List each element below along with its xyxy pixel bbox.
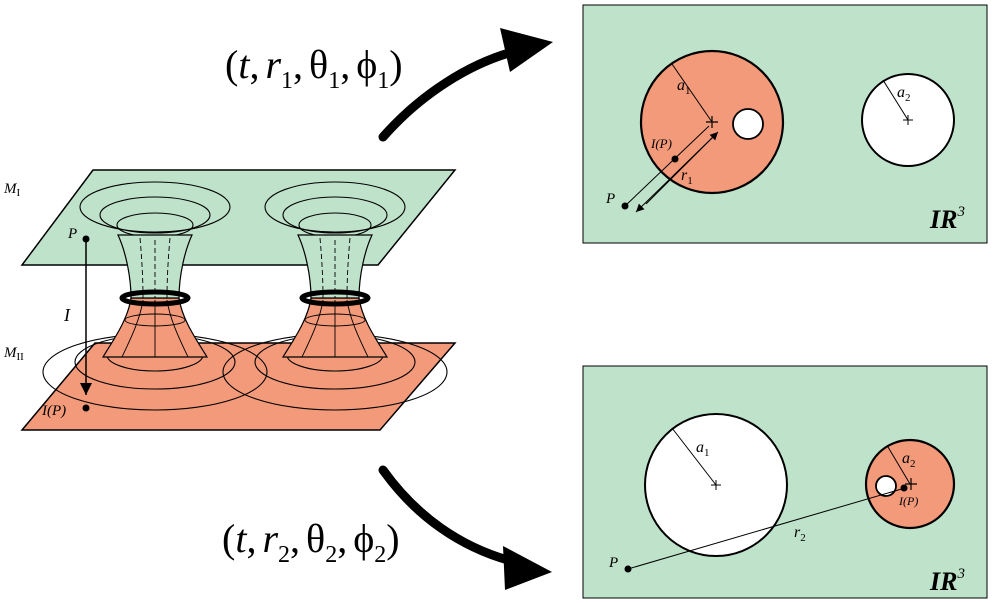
center-mark-1-bottom	[711, 480, 721, 490]
r2-line-bottom	[627, 487, 906, 570]
radius-a1-bottom	[671, 427, 717, 486]
center-mark-2-bottom	[905, 478, 917, 490]
point-IP-bottom	[900, 484, 908, 492]
label-a1-top: a1	[677, 77, 691, 97]
label-P-top: P	[605, 191, 615, 207]
label-a1-bottom: a1	[696, 439, 710, 459]
chart-label-top: (t,r1,θ1,ϕ1)	[225, 42, 403, 94]
chart-label-bottom: (t,r2,θ2,ϕ2)	[222, 516, 400, 568]
label-P-bottom: P	[608, 555, 618, 571]
radius-a2-top	[882, 79, 909, 121]
space-label-top: IR3	[929, 204, 965, 234]
panel-bottom: a1 a2 I(P) r2 P IR3	[582, 365, 988, 599]
hole-top	[732, 108, 764, 140]
point-P-bottom	[624, 565, 632, 573]
label-r2-bottom: r2	[794, 524, 806, 544]
r1-line-top	[624, 125, 710, 207]
point-IP-top	[671, 155, 679, 163]
throat-ring-right	[299, 289, 371, 307]
throat-ring-left	[119, 289, 191, 307]
map-label: I	[63, 305, 71, 325]
space-label-bottom: IR3	[929, 566, 965, 596]
point-IP	[82, 404, 90, 412]
top-contours	[79, 181, 406, 238]
sheet-top-label: MI	[3, 181, 21, 199]
r1-arrow-top-2	[645, 131, 719, 205]
chart-arrow-top	[378, 28, 553, 142]
chart-arrow-bottom	[378, 465, 552, 590]
sheet-bottom	[20, 342, 457, 431]
point-P	[82, 235, 90, 243]
label-a2-bottom: a2	[902, 450, 916, 470]
image-label: I(P)	[41, 403, 66, 419]
label-r1-top: r1	[681, 167, 693, 187]
panel-top: a1 a2 I(P) r1 P IR3	[582, 4, 988, 244]
label-a2-top: a2	[897, 84, 911, 104]
label-IP-bottom: I(P)	[898, 494, 918, 508]
point-P-label: P	[67, 226, 77, 242]
point-P-top	[621, 202, 629, 210]
radius-a1-top	[671, 63, 713, 123]
center-mark-1-top	[706, 116, 718, 128]
radius-a2-bottom	[887, 446, 911, 485]
label-IP-top: I(P)	[650, 136, 672, 151]
hole-bottom	[875, 475, 897, 497]
meridians	[139, 237, 351, 299]
wormhole-figure: MI MII P I I(P)	[3, 169, 457, 431]
center-mark-2-top	[903, 115, 913, 125]
sheet-bottom-label: MII	[3, 345, 24, 363]
